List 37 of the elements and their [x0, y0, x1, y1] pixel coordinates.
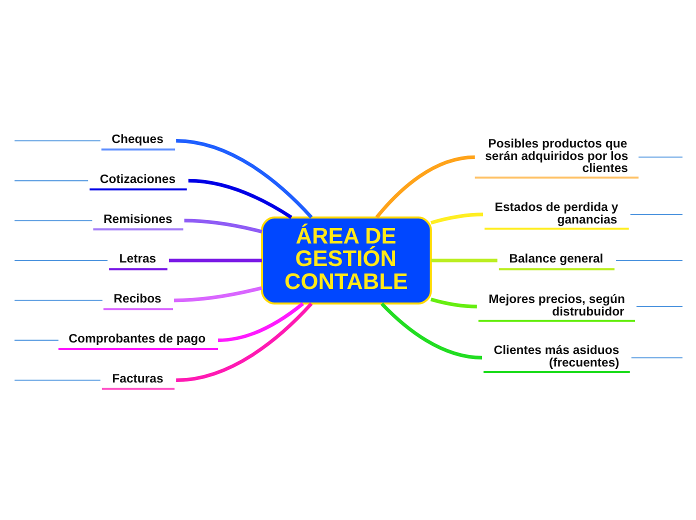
connector [14, 299, 102, 300]
connector [14, 379, 100, 380]
connector [14, 220, 92, 221]
node-text: Estados de perdida y ganancias [494, 199, 618, 226]
connector [14, 140, 100, 141]
connector [636, 306, 682, 307]
connector [630, 356, 682, 358]
connector [14, 339, 58, 340]
connector [188, 178, 292, 218]
connector [217, 302, 304, 342]
connector [616, 259, 682, 261]
connector [430, 212, 483, 224]
connector [175, 302, 312, 382]
node-text: Cheques [111, 131, 163, 146]
node-text: Posibles productos que serán adquiridos por los clientes [484, 136, 628, 175]
connector [168, 258, 262, 262]
connector [430, 258, 497, 262]
connector [14, 259, 108, 261]
connector [184, 218, 262, 233]
node-text: Clientes más asiduos (frecuentes) [493, 342, 619, 369]
connector [374, 154, 474, 218]
node-text: Letras [118, 251, 156, 266]
connector [380, 302, 482, 359]
connector [174, 286, 262, 302]
node-text: Mejores precios, según distrubuidor [488, 292, 625, 318]
connector [630, 213, 682, 214]
node-text: Balance general [508, 251, 603, 266]
node-text: Facturas [112, 370, 163, 385]
connector [638, 156, 682, 158]
connector [14, 180, 88, 181]
connector [175, 138, 312, 218]
node-text: Remisiones [102, 211, 172, 226]
node-box: ÁREA DE GESTIÓN CONTABLE [260, 216, 432, 304]
node-text: Comprobantes de pago [68, 330, 206, 345]
node-text: Cotizaciones [99, 171, 176, 186]
connector [430, 297, 476, 308]
node-text: Recibos [113, 291, 161, 306]
